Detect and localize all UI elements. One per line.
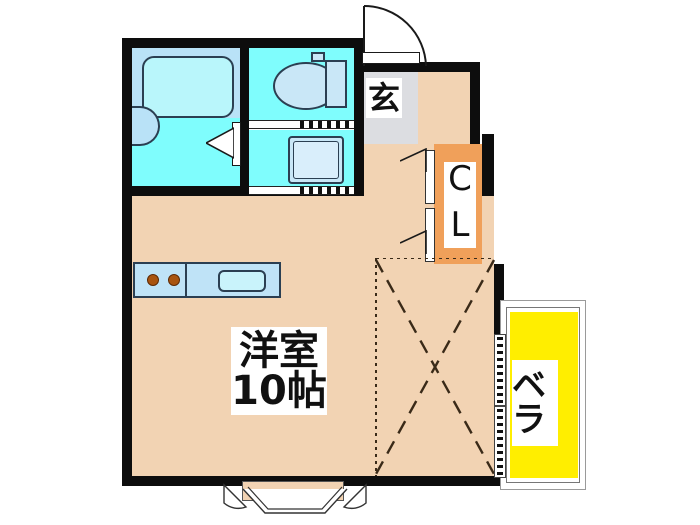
gas-burner-right-icon: [168, 274, 180, 286]
washing-machine-inner-icon: [293, 141, 339, 179]
wall-wet-left: [122, 38, 132, 196]
washroom-door-sill-dots: [300, 187, 354, 194]
closet-door-upper-panel[interactable]: [425, 150, 435, 204]
main-room-size: 10帖: [231, 368, 327, 414]
main-room-name: 洋室: [239, 328, 319, 374]
entrance-label: 玄: [367, 79, 400, 117]
wall-entrance-right: [470, 62, 480, 144]
balcony-sliding-door-glass-upper: [497, 337, 503, 403]
balcony-sliding-door-glass-lower: [497, 409, 503, 475]
entrance-label-chip: 玄: [366, 78, 402, 118]
closet-door-lower-arrow-icon: [400, 230, 427, 254]
bathtub-icon: [142, 56, 234, 118]
main-room-label-chip: 洋室 10帖: [231, 327, 327, 415]
entrance-door-leaf[interactable]: [362, 52, 420, 64]
bath-door-arrow-icon: [206, 127, 234, 159]
closet-label-c: CL: [440, 159, 480, 251]
toilet-lever-icon: [311, 52, 325, 62]
bay-window-icon: [223, 483, 367, 514]
wall-wet-right: [354, 38, 364, 196]
toilet-tank-icon: [325, 60, 347, 108]
wall-entrance-top: [354, 62, 480, 72]
gas-burner-left-icon: [147, 274, 159, 286]
balcony-label-chip: ベラ: [512, 360, 558, 446]
closet-door-upper-arrow-icon: [400, 148, 427, 172]
wall-wet-mid: [240, 38, 249, 196]
kitchen-sink-icon: [218, 270, 266, 292]
balcony-label: ベラ: [512, 366, 546, 440]
sloped-ceiling-area-marking: [374, 258, 496, 476]
toilet-door-sill-dots: [300, 121, 354, 128]
wall-room-left: [122, 186, 132, 486]
kitchen-counter-divider: [185, 262, 187, 298]
closet-label-chip: CL: [440, 159, 480, 251]
